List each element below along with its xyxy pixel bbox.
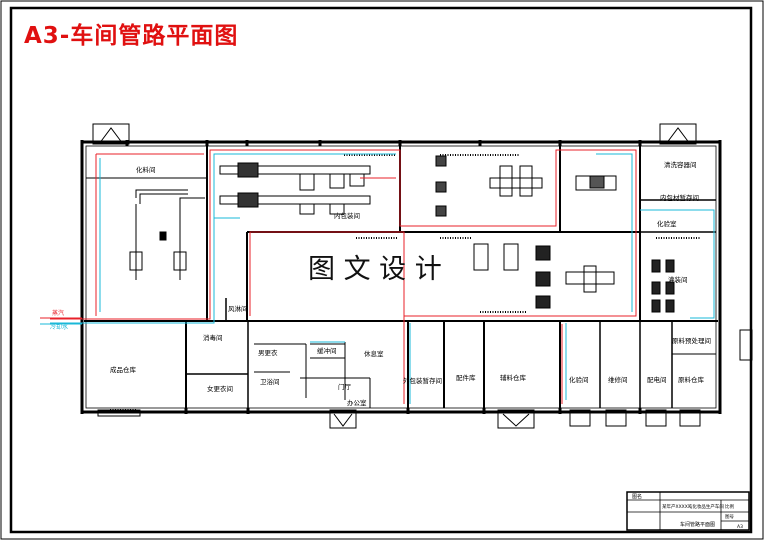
room-label-7: 消毒间 [203,333,223,342]
room-label-6: 成品仓库 [110,365,137,374]
room-label-15: 办公室 [347,398,367,407]
room-label-5: 灌装间 [668,275,688,284]
room-label-16: 外包装暂存间 [403,376,442,385]
top-entrances [92,123,753,361]
legend-water-label: 冷却水 [50,323,68,331]
inner-frame [9,6,753,534]
room-label-3: 清洗容器间 [664,160,697,169]
window-strips [110,154,700,411]
title-block-project: 某年产XXXX吨化妆品生产车间 [662,503,724,510]
room-label-23: 原料预处理间 [672,336,711,345]
room-label-13: 卫浴间 [260,377,280,386]
title-block-number-label: 图号 [725,514,734,520]
pipe-legend: 蒸汽 冷却水 [40,309,82,331]
room-label-4: 内包材暂存间 [660,193,699,202]
room-label-24: 化验室 [657,219,677,228]
watermark-text: 图 文 设 计 [308,254,442,285]
title-block [626,491,750,531]
legend-steam-label: 蒸汽 [52,309,64,317]
drawing-title: A3-车间管路平面图 [24,23,239,49]
equipment [129,155,675,313]
room-label-12: 女更衣间 [207,384,233,393]
steam-pipe-network [50,149,637,404]
title-block-sheet-size: A3 [737,524,743,530]
room-label-21: 配电间 [647,375,667,384]
title-block-head: 图名 [632,493,642,500]
room-label-19: 化验间 [569,375,589,384]
bottom-entrances [97,409,701,429]
room-label-9: 男更衣 [258,348,278,357]
room-label-22: 原料仓库 [678,375,705,384]
room-label-1: 化料间 [136,165,156,174]
room-label-17: 配件库 [456,373,476,382]
room-label-11: 休息室 [364,349,384,358]
room-label-18: 辅料仓库 [500,373,527,382]
room-label-20: 维修间 [608,375,628,384]
room-labels: 化料间 内包装间 清洗容器间 内包材暂存间 灌装间 成品仓库 消毒间 风淋间 男… [110,160,711,407]
room-label-10: 缓冲间 [317,346,337,355]
title-block-drawing-name: 车间管路平面图 [680,521,715,528]
column-ticks [80,140,722,414]
water-pipe-network [50,153,715,404]
room-label-8: 风淋间 [228,304,248,313]
room-label-14: 门厅 [338,382,352,391]
title-block-scale-label: 比例 [725,503,734,510]
room-label-2: 内包装间 [334,211,360,220]
